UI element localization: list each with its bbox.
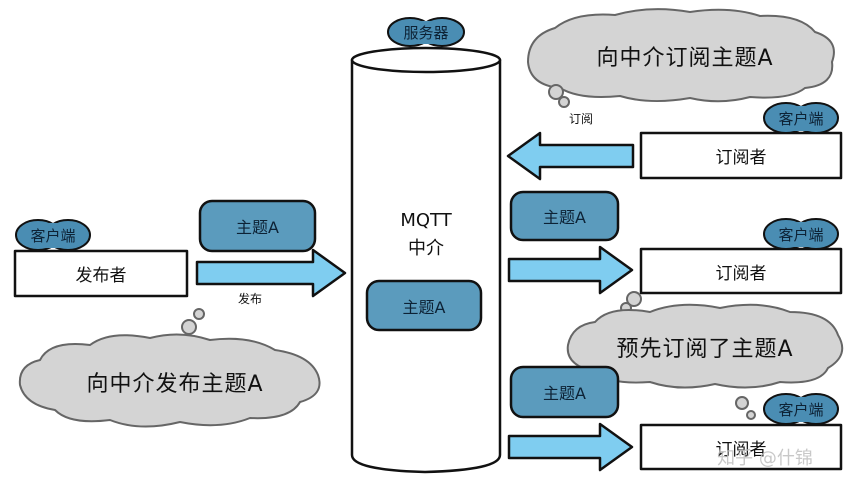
publisher-box-shape: [13, 249, 189, 298]
subscriber-2-badge: 客户端: [778, 225, 824, 244]
publish-arrow: [195, 248, 347, 298]
publisher-badge-shape: [15, 219, 91, 251]
subscriber-3-box: 订阅者: [715, 439, 767, 460]
subscriber-1-thought-text: 向中介订阅主题A: [596, 46, 774, 71]
publisher-topic: 主题A: [236, 218, 279, 237]
deliver-arrow-2: [507, 245, 634, 295]
subscriber-2-badge-shape: [763, 218, 839, 250]
publisher-box: 发布者: [75, 266, 127, 286]
broker-title-line2: 中介: [408, 238, 444, 259]
server-label: 服务器: [403, 23, 449, 42]
subscriber-3-topic-shape: [509, 365, 620, 419]
subscriber-2-topic-shape: [509, 190, 620, 242]
publisher-thought-text: 向中介发布主题A: [86, 372, 264, 397]
subscriber-1-box-shape: [639, 131, 843, 180]
subscriber-2-box-shape: [639, 247, 843, 295]
subscriber-1-thought-cloud: [526, 8, 835, 108]
publisher-badge: 客户端: [30, 226, 76, 245]
broker-title: MQTT 中介: [352, 200, 500, 270]
subscriber-2-box: 订阅者: [715, 263, 767, 284]
subscriber-2-topic: 主题A: [543, 208, 586, 227]
subscriber-1-badge: 客户端: [778, 109, 824, 128]
subscriber-3-thought-text: 预先订阅了主题A: [616, 337, 794, 362]
publisher-topic-shape: [198, 199, 317, 253]
broker-title-line1: MQTT: [400, 210, 452, 231]
subscribe-arrow: [506, 131, 635, 181]
subscriber-3-topic: 主题A: [543, 384, 586, 403]
subscriber-3-badge: 客户端: [778, 400, 824, 419]
broker-topic: 主题A: [402, 297, 446, 317]
watermark: 知乎 @什锦: [717, 448, 813, 469]
broker-cylinder: [350, 46, 502, 474]
subscriber-1-badge-shape: [763, 102, 839, 134]
subscribe-arrow-label: 订阅: [568, 111, 593, 126]
publisher-thought-cloud: [18, 308, 321, 428]
publish-arrow-label: 发布: [237, 291, 262, 306]
subscriber-3-box-shape: [639, 423, 843, 471]
subscriber-3-badge-shape: [763, 393, 839, 425]
server-badge-shape: [387, 17, 465, 47]
subscriber-1-box: 订阅者: [715, 148, 767, 168]
deliver-arrow-3: [507, 422, 634, 472]
broker-topic-shape: [365, 279, 483, 332]
